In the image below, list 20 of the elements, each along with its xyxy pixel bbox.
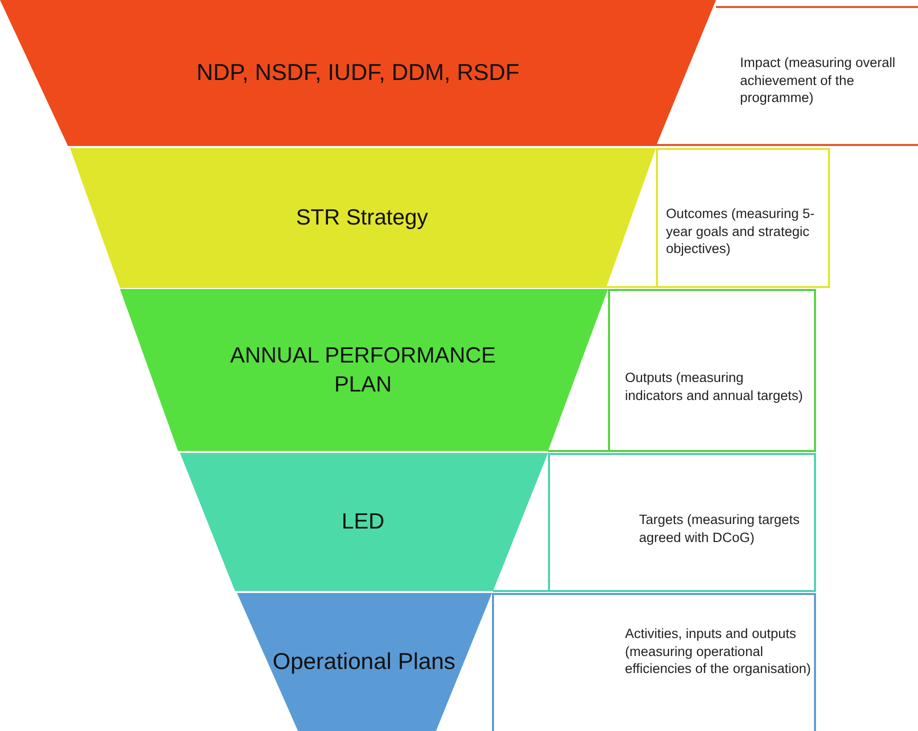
funnel-tier: [118, 289, 608, 451]
tier-label: ANNUAL PERFORMANCE PLAN: [229, 341, 497, 398]
description-box: [608, 289, 816, 452]
description-box: [656, 148, 830, 288]
funnel-tier: [68, 148, 656, 288]
description-text: Targets (measuring targets agreed with DCoG): [639, 511, 801, 546]
description-text: Outputs (measuring indicators and annual targets): [625, 369, 804, 404]
tier-label: Operational Plans: [272, 647, 456, 676]
funnel-tier: [0, 0, 716, 146]
funnel-tier: [236, 593, 492, 731]
tier-label: NDP, NSDF, IUDF, DDM, RSDF: [196, 58, 520, 88]
description-text: Activities, inputs and outputs (measuring operational efficiencies of the organisation): [625, 625, 812, 678]
description-text: Impact (measuring overall achievement of the programme): [740, 54, 896, 107]
tier-label: STR Strategy: [294, 204, 430, 232]
description-text: Outcomes (measuring 5-year goals and strategic objectives): [666, 205, 816, 258]
description-box: [548, 453, 816, 592]
description-box: [492, 593, 816, 731]
description-box: [716, 6, 918, 146]
funnel-tier: [178, 453, 548, 591]
tier-label: LED: [340, 508, 386, 536]
